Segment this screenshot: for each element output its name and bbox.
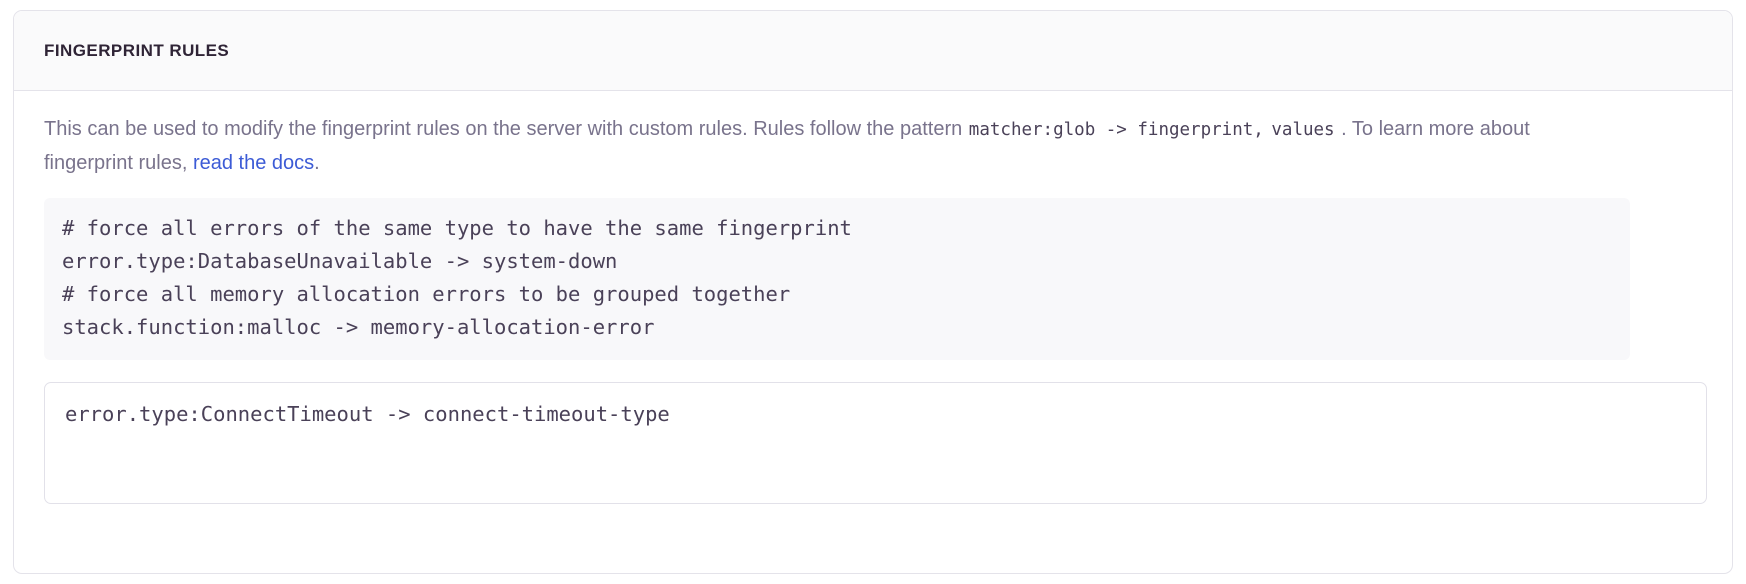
read-the-docs-link[interactable]: read the docs	[192, 152, 315, 174]
card-header: Fingerprint Rules	[14, 11, 1732, 91]
code-line: # force all memory allocation errors to …	[62, 282, 791, 306]
code-line: error.type:DatabaseUnavailable -> system…	[62, 249, 618, 273]
inline-code-matcher: matcher:glob -> fingerprint,	[968, 120, 1264, 140]
code-line: stack.function:malloc -> memory-allocati…	[62, 315, 655, 339]
code-line: # force all errors of the same type to h…	[62, 216, 852, 240]
card-body: This can be used to modify the fingerpri…	[14, 91, 1732, 573]
fingerprint-rules-input[interactable]	[44, 382, 1707, 504]
description-part-1: This can be used to modify the fingerpri…	[44, 118, 963, 140]
description-text: This can be used to modify the fingerpri…	[44, 113, 1604, 180]
example-code-block: # force all errors of the same type to h…	[44, 198, 1630, 360]
fingerprint-rules-card: Fingerprint Rules This can be used to mo…	[13, 10, 1733, 574]
page-title: Fingerprint Rules	[44, 40, 230, 60]
inline-code-values: values	[1271, 120, 1335, 140]
description-part-2: . To learn more about fingerprint rules,	[44, 118, 1530, 174]
description-part-3: .	[314, 152, 320, 174]
